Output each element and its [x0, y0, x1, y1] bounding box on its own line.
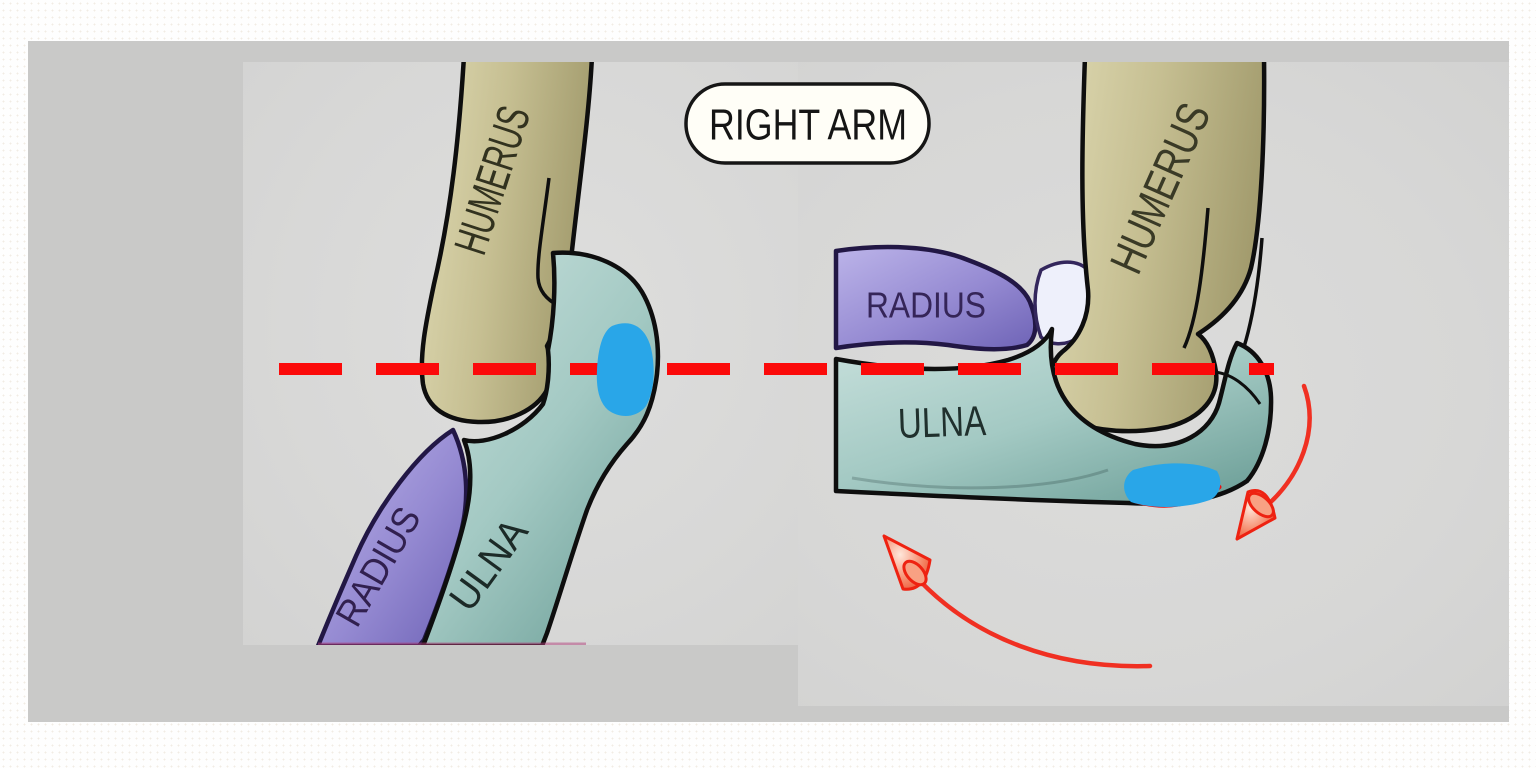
- badge-pill-background: [684, 82, 931, 165]
- humerus-ridge-line-left: [536, 177, 560, 308]
- arrow-arc-lower: [917, 578, 1153, 669]
- ulna-bone-right: [833, 326, 1274, 506]
- right-arm-badge: RIGHT ARM: [684, 82, 931, 165]
- arrow-arc-upper: [1261, 383, 1312, 511]
- ulna-shading-line-right: [851, 468, 1109, 490]
- trochlear-notch-line-right: [1211, 370, 1262, 405]
- badge-title: RIGHT ARM: [709, 101, 907, 150]
- cartilage-highlight-right: [1124, 463, 1221, 508]
- rotation-arc-arrow-lower: [882, 534, 1153, 669]
- arrow-cone-lower-base: [902, 559, 928, 587]
- ulna-label-right: ULNA: [897, 397, 987, 447]
- rotation-arc-arrow-upper: [1235, 383, 1312, 541]
- humerus-bone-right: [1046, 62, 1267, 434]
- cartilage-highlight-left: [596, 323, 654, 416]
- radius-bone-right: [833, 244, 1038, 352]
- arrow-cone-upper-base: [1247, 491, 1275, 519]
- humerus-ridge-line-right: [1182, 207, 1210, 349]
- radius-label-right: RADIUS: [866, 285, 986, 326]
